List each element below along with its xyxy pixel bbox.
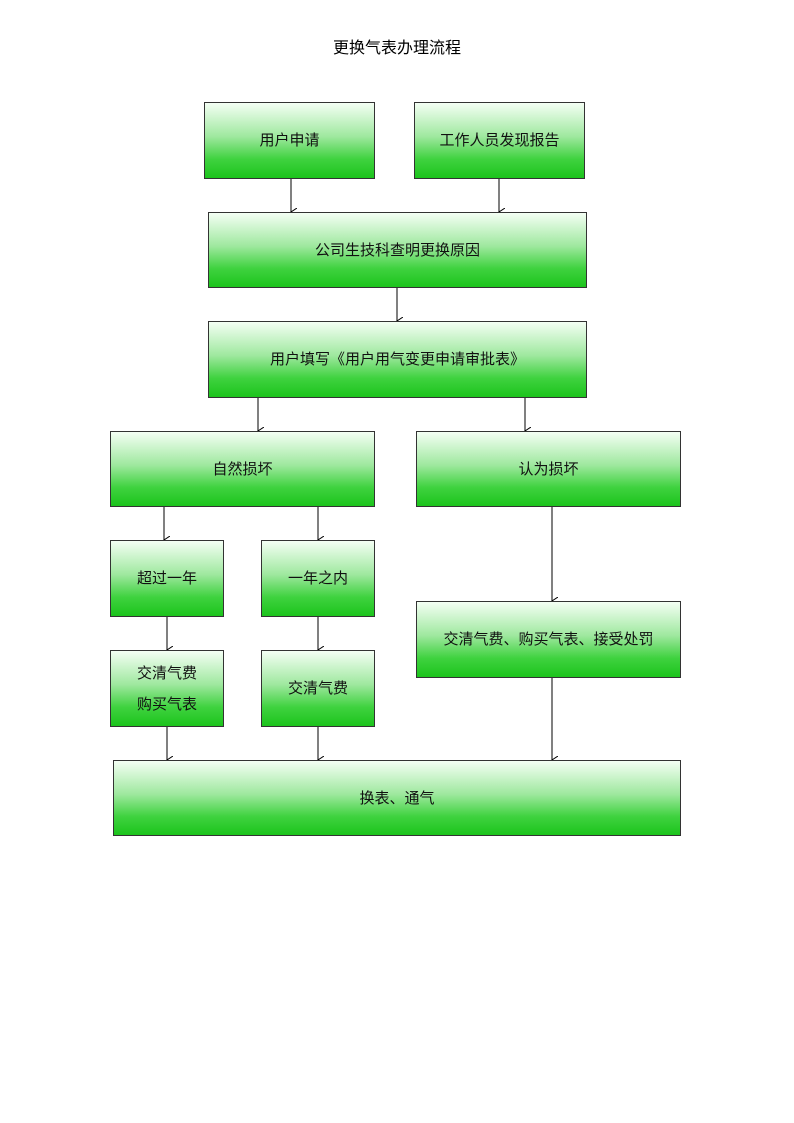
node-pay-buy-penalty-label: 交清气费、购买气表、接受处罚 [443, 630, 654, 648]
page-title: 更换气表办理流程 [332, 38, 461, 57]
node-human-damage-label: 认为损坏 [518, 459, 579, 478]
node-pay-buy-label-line2: 购买气表 [136, 694, 197, 713]
node-pay-fee: 交清气费 [261, 650, 375, 727]
node-tech-check: 公司生技科查明更换原因 [208, 212, 587, 288]
node-over-one-year: 超过一年 [110, 540, 224, 617]
node-user-apply-label: 用户申请 [259, 131, 320, 149]
node-pay-buy-label-line1: 交清气费 [136, 663, 197, 682]
node-staff-report: 工作人员发现报告 [414, 102, 585, 179]
node-replace-label: 换表、通气 [359, 788, 435, 807]
node-pay-fee-label: 交清气费 [287, 679, 348, 697]
node-pay-buy: 交清气费 购买气表 [110, 650, 224, 727]
node-natural-damage-label: 自然损坏 [212, 459, 273, 478]
node-within-one-year-label: 一年之内 [287, 569, 348, 587]
node-replace: 换表、通气 [113, 760, 681, 836]
node-fill-form: 用户填写《用户用气变更申请审批表》 [208, 321, 587, 398]
node-human-damage: 认为损坏 [416, 431, 681, 507]
node-fill-form-label: 用户填写《用户用气变更申请审批表》 [269, 350, 525, 368]
node-within-one-year: 一年之内 [261, 540, 375, 617]
node-pay-buy-penalty: 交清气费、购买气表、接受处罚 [416, 601, 681, 678]
node-tech-check-label: 公司生技科查明更换原因 [314, 240, 480, 259]
node-user-apply: 用户申请 [204, 102, 375, 179]
node-over-one-year-label: 超过一年 [136, 569, 197, 587]
node-staff-report-label: 工作人员发现报告 [439, 131, 560, 149]
node-natural-damage: 自然损坏 [110, 431, 375, 507]
